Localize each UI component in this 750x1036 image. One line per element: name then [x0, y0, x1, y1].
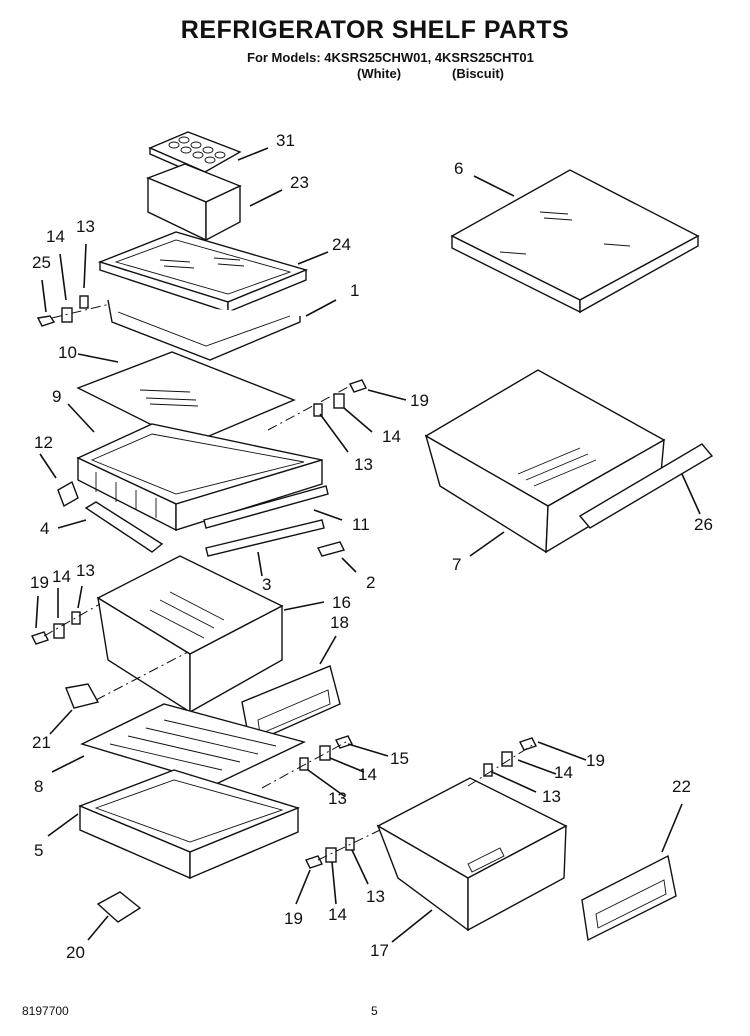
- callout-12: 12: [34, 433, 53, 452]
- callout-9: 9: [52, 387, 61, 406]
- callout-6: 6: [454, 159, 463, 178]
- color-white-label: (White): [357, 66, 402, 81]
- callout-18: 18: [330, 613, 349, 632]
- callout-13-b: 13: [76, 561, 95, 580]
- callout-13-a: 13: [354, 455, 373, 474]
- bracket-1-drawing: [107, 299, 301, 361]
- part-20-drawing: [96, 891, 142, 923]
- callout-10: 10: [58, 343, 77, 362]
- screw-stack-right-low: [483, 737, 537, 777]
- crisper-7-drawing: [424, 369, 666, 554]
- callout-21: 21: [32, 733, 51, 752]
- callout-8: 8: [34, 777, 43, 796]
- callout-13-d: 13: [366, 887, 385, 906]
- screw-stack-left-mid: [31, 611, 81, 645]
- color-biscuit-label: (Biscuit): [452, 66, 504, 81]
- dairy-bin-drawing: [146, 163, 242, 242]
- callout-19-c: 19: [284, 909, 303, 928]
- doc-number: 8197700: [22, 1004, 69, 1018]
- callout-19-d: 19: [586, 751, 605, 770]
- part-4-drawing: [84, 501, 164, 553]
- callout-20: 20: [66, 943, 85, 962]
- part-2-drawing: [316, 541, 346, 557]
- rod-26-drawing: [578, 443, 714, 529]
- screw-stack-center: [299, 735, 353, 771]
- shelf-6-drawing: [450, 169, 700, 314]
- models-line: For Models: 4KSRS25CHW01, 4KSRS25CHT01: [247, 50, 534, 65]
- crisper-17-drawing: [376, 777, 568, 932]
- callout-14: 14: [46, 227, 65, 246]
- callout-19-b: 19: [30, 573, 49, 592]
- callout-24: 24: [332, 235, 351, 254]
- screw-stack-bottom: [305, 837, 355, 869]
- callout-17: 17: [370, 941, 389, 960]
- callout-14-a: 14: [382, 427, 401, 446]
- callout-1: 1: [350, 281, 359, 300]
- callout-3: 3: [262, 575, 271, 594]
- callout-15: 15: [390, 749, 409, 768]
- callout-2: 2: [366, 573, 375, 592]
- callout-7: 7: [452, 555, 461, 574]
- callout-31: 31: [276, 131, 295, 150]
- callout-labels: 31 23 24 1 13 14 25 10 9 12 4 11 3 2 19 …: [30, 131, 713, 962]
- callout-13-e: 13: [542, 787, 561, 806]
- cover-frame-5-drawing: [78, 769, 301, 880]
- callout-19-a: 19: [410, 391, 429, 410]
- callout-4: 4: [40, 519, 49, 538]
- callout-26: 26: [694, 515, 713, 534]
- callout-13-c: 13: [328, 789, 347, 808]
- shelf-24-drawing: [97, 231, 309, 314]
- callout-23: 23: [290, 173, 309, 192]
- cover-frame-9-drawing: [76, 423, 323, 532]
- part-11-drawing: [203, 485, 329, 529]
- callout-11: 11: [352, 515, 370, 534]
- callout-22: 22: [672, 777, 691, 796]
- part-21-drawing: [65, 683, 100, 709]
- callout-16: 16: [332, 593, 351, 612]
- screw-stack-right-mid: [313, 379, 367, 417]
- callout-14-d: 14: [328, 905, 347, 924]
- callout-14-e: 14: [554, 763, 573, 782]
- callout-14-c: 14: [358, 765, 377, 784]
- front-22-drawing: [581, 854, 677, 942]
- callout-25: 25: [32, 253, 51, 272]
- callout-5: 5: [34, 841, 43, 860]
- part-3-drawing: [205, 519, 325, 557]
- page-title: REFRIGERATOR SHELF PARTS: [180, 16, 570, 44]
- glass-10-drawing: [76, 351, 296, 445]
- crisper-16-drawing: [96, 555, 284, 714]
- callout-13: 13: [76, 217, 95, 236]
- screw-stack-left-top: [36, 295, 89, 327]
- callout-14-b: 14: [52, 567, 71, 586]
- clip-12-drawing: [57, 480, 79, 508]
- page-number: 5: [371, 1004, 378, 1018]
